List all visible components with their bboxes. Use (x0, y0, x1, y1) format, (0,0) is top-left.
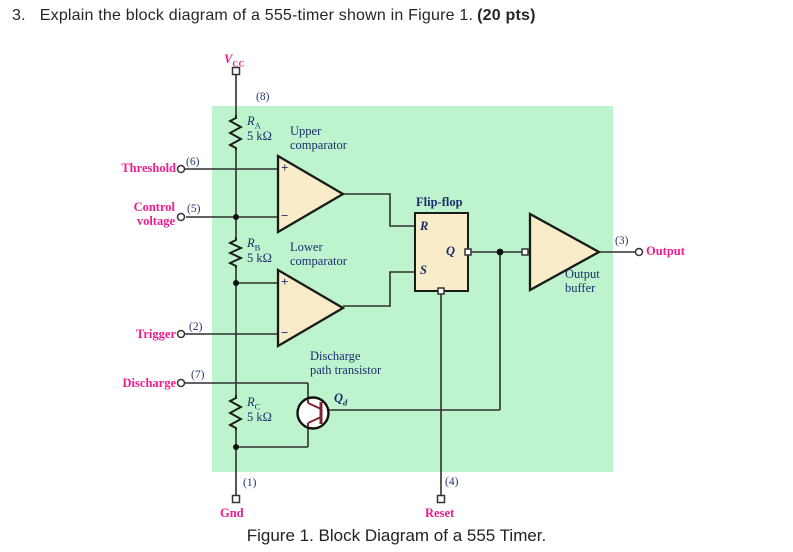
reset-label: Reset (425, 506, 455, 520)
question-body: Explain the block diagram of a 555-timer… (39, 7, 474, 24)
flip-flop-q-terminal (464, 248, 472, 256)
lower-comparator-plus: + (281, 274, 289, 289)
transistor-emitter (307, 416, 322, 424)
upper-comparator-label: Upper comparator (290, 124, 347, 152)
transistor-symbol (307, 399, 323, 427)
ra-name: RA (247, 114, 261, 131)
resistor-ra (227, 115, 243, 150)
discharge-transistor-label: Discharge path transistor (310, 349, 382, 377)
pin-5-number: (5) (187, 203, 201, 215)
terminals (176, 66, 644, 504)
flip-flop-r: R (420, 219, 429, 233)
reset-terminal (436, 494, 446, 504)
junction-dots (233, 214, 504, 450)
pin-8-number: (8) (256, 91, 270, 103)
gnd-label: Gnd (220, 506, 244, 520)
q-to-base-wire (322, 252, 501, 411)
output-terminal (634, 247, 644, 257)
vcc-terminal (231, 66, 241, 76)
output-buffer-label: Output buffer (565, 267, 600, 295)
threshold-label: Threshold (121, 161, 176, 175)
pin-6-number: (6) (186, 156, 200, 168)
diagram-background (212, 106, 613, 472)
flip-flop-q: Q (446, 244, 456, 258)
resistor-rc (227, 395, 243, 430)
lower-comparator-triangle (276, 267, 346, 349)
control-terminal (176, 212, 186, 222)
upper-comparator-plus: + (281, 160, 289, 175)
rb-value: 5 kΩ (247, 251, 272, 265)
output-buffer-triangle (528, 212, 602, 292)
upper-comparator-minus: − (281, 208, 289, 223)
resistor-rb (227, 237, 244, 268)
lower-comparator-label: Lower comparator (290, 240, 347, 268)
amplifiers (276, 153, 602, 349)
pin-7-number: (7) (191, 369, 205, 381)
transistor-circle (296, 396, 330, 430)
lower-comparator-minus: − (281, 325, 289, 340)
control-voltage-label: Control voltage (133, 200, 175, 228)
threshold-terminal (176, 164, 186, 174)
lower-comparator-output-wire (343, 271, 415, 307)
discharge-terminal (176, 378, 186, 388)
rc-name: RC (247, 395, 261, 412)
vcc-label: VCC (224, 52, 245, 69)
discharge-label: Discharge (122, 376, 176, 390)
flip-flop-reset-terminal (437, 287, 445, 295)
output-label: Output (646, 244, 685, 258)
pin-2-number: (2) (189, 321, 203, 333)
pin-4-number: (4) (445, 476, 459, 488)
emitter-junction-dot (233, 444, 239, 450)
flip-flop-s: S (420, 263, 427, 277)
rb-name: RB (247, 236, 261, 253)
divider-junction-dot (233, 280, 239, 286)
trigger-label: Trigger (135, 327, 176, 341)
upper-comparator-triangle (276, 153, 346, 235)
control-junction-dot (233, 214, 239, 220)
ra-value: 5 kΩ (247, 129, 272, 143)
trigger-terminal (176, 329, 186, 339)
q-junction-dot (496, 248, 504, 256)
question-number: 3. (12, 7, 26, 24)
pin-1-number: (1) (243, 477, 257, 489)
question-points: (20 pts) (477, 7, 536, 24)
gnd-terminal (231, 494, 241, 504)
resistors (227, 115, 244, 430)
question-text: 3. Explain the block diagram of a 555-tim… (12, 7, 772, 25)
figure-caption: Figure 1. Block Diagram of a 555 Timer. (246, 526, 547, 545)
buffer-input-terminal (521, 248, 529, 256)
transistor-name: Qd (334, 391, 348, 408)
pin-3-number: (3) (615, 235, 629, 247)
upper-comparator-output-wire (343, 193, 415, 227)
flip-flop-label: Flip-flop (416, 195, 463, 209)
rc-value: 5 kΩ (247, 410, 272, 424)
transistor-collector (307, 402, 322, 410)
